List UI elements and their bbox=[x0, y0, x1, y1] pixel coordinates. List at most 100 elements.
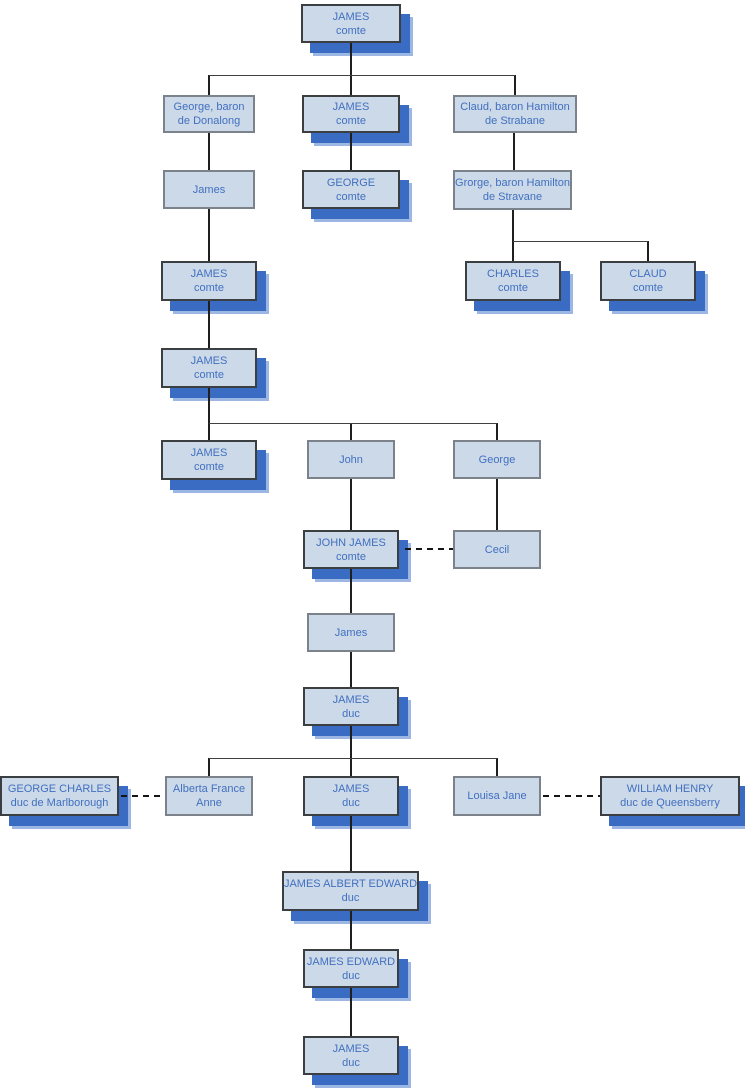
person-node-claud-baron-strabane[interactable]: Claud, baron Hamilton de Strabane bbox=[453, 95, 577, 133]
connector-line-vertical bbox=[513, 133, 515, 170]
person-node-james-duc-2[interactable]: JAMES duc bbox=[303, 776, 399, 816]
person-title: Anne bbox=[196, 797, 222, 809]
person-name: Louisa Jane bbox=[467, 790, 527, 802]
person-name: JAMES bbox=[190, 268, 228, 280]
connector-line-vertical bbox=[350, 726, 352, 758]
connector-line-horizontal bbox=[209, 75, 515, 76]
person-name: JAMES EDWARD bbox=[306, 955, 396, 968]
person-node-james-albert-edward-duc[interactable]: JAMES ALBERT EDWARD duc bbox=[282, 871, 419, 911]
person-node-james-7[interactable]: James bbox=[307, 613, 395, 652]
connector-line-vertical bbox=[350, 816, 352, 871]
person-node-george[interactable]: George bbox=[453, 440, 541, 479]
person-title: comte bbox=[336, 24, 366, 37]
person-name: JAMES bbox=[332, 783, 370, 795]
connector-line-vertical bbox=[208, 301, 210, 348]
connector-line-vertical bbox=[350, 75, 352, 95]
person-title: comte bbox=[194, 369, 224, 381]
connector-line-vertical bbox=[496, 758, 498, 776]
connector-line-vertical bbox=[514, 75, 516, 95]
connector-line-horizontal bbox=[209, 758, 497, 759]
connector-line-vertical bbox=[496, 479, 498, 530]
person-title: comte bbox=[336, 190, 366, 203]
marriage-dashed-line bbox=[405, 548, 453, 550]
person-title: duc de Marlborough bbox=[10, 797, 109, 809]
person-name: CLAUD bbox=[629, 268, 667, 280]
person-name: John bbox=[339, 453, 363, 466]
person-name: JAMES bbox=[332, 1042, 370, 1055]
connector-line-vertical bbox=[208, 209, 210, 261]
person-name: James bbox=[334, 626, 368, 639]
connector-line-vertical bbox=[647, 241, 649, 261]
connector-line-vertical bbox=[350, 758, 352, 776]
person-node-grorge-baron-stravane[interactable]: Grorge, baron Hamilton de Stravane bbox=[453, 170, 572, 210]
person-title: duc bbox=[342, 797, 360, 809]
person-node-cecil[interactable]: Cecil bbox=[453, 530, 541, 569]
person-node-james-comte-6[interactable]: JAMES comte bbox=[161, 440, 257, 480]
person-name: JAMES bbox=[190, 355, 228, 367]
person-title: comte bbox=[336, 550, 366, 563]
person-title: duc bbox=[342, 969, 360, 982]
marriage-dashed-line bbox=[121, 795, 165, 797]
connector-line-vertical bbox=[350, 423, 352, 440]
person-title: comte bbox=[194, 461, 224, 473]
person-title: de Strabane bbox=[485, 115, 545, 127]
person-name: George bbox=[478, 453, 516, 466]
person-node-john[interactable]: John bbox=[307, 440, 395, 479]
person-title: duc bbox=[342, 1056, 360, 1069]
connector-line-vertical bbox=[350, 911, 352, 949]
connector-line-vertical bbox=[350, 988, 352, 1036]
person-name: Alberta France bbox=[172, 783, 246, 795]
person-node-james-comte-2[interactable]: JAMES comte bbox=[302, 95, 400, 133]
person-name: GEORGE bbox=[326, 176, 376, 189]
person-name: JAMES bbox=[190, 447, 228, 459]
connector-line-vertical bbox=[512, 210, 514, 241]
person-name: CHARLES bbox=[487, 268, 539, 280]
marriage-dashed-line bbox=[543, 795, 600, 797]
person-title: duc bbox=[342, 707, 360, 720]
connector-line-vertical bbox=[208, 758, 210, 776]
person-node-claud-comte[interactable]: CLAUD comte bbox=[600, 261, 696, 301]
connector-line-vertical bbox=[350, 569, 352, 613]
connector-line-vertical bbox=[350, 43, 352, 75]
person-node-louisa-jane[interactable]: Louisa Jane bbox=[453, 776, 541, 816]
connector-line-vertical bbox=[208, 388, 210, 423]
person-name: Cecil bbox=[484, 543, 510, 556]
person-name: JAMES bbox=[332, 101, 370, 113]
person-name: Claud, baron Hamilton bbox=[460, 101, 570, 113]
person-name: JAMES ALBERT EDWARD bbox=[283, 878, 418, 890]
person-name: JAMES bbox=[332, 693, 370, 706]
connector-line-vertical bbox=[350, 479, 352, 530]
person-title: comte bbox=[498, 282, 528, 294]
person-node-james-comte-5[interactable]: JAMES comte bbox=[161, 348, 257, 388]
person-node-james-3[interactable]: James bbox=[163, 170, 255, 209]
person-title: de Stravane bbox=[482, 191, 543, 203]
person-title: comte bbox=[336, 115, 366, 127]
connector-line-horizontal bbox=[513, 241, 648, 242]
connector-line-vertical bbox=[350, 133, 352, 170]
person-name: James bbox=[192, 183, 226, 196]
person-name: Grorge, baron Hamilton bbox=[455, 177, 570, 189]
connector-line-vertical bbox=[496, 423, 498, 440]
person-title: comte bbox=[633, 282, 663, 294]
person-node-charles-comte[interactable]: CHARLES comte bbox=[465, 261, 561, 301]
connector-line-vertical bbox=[208, 133, 210, 170]
connector-line-vertical bbox=[350, 652, 352, 687]
connector-line-vertical bbox=[512, 241, 514, 261]
person-title: duc bbox=[341, 892, 360, 904]
connector-line-horizontal bbox=[209, 423, 497, 424]
person-name: JAMES bbox=[332, 10, 370, 23]
person-title: duc de Queensberry bbox=[620, 797, 720, 809]
connector-line-vertical bbox=[208, 75, 210, 95]
